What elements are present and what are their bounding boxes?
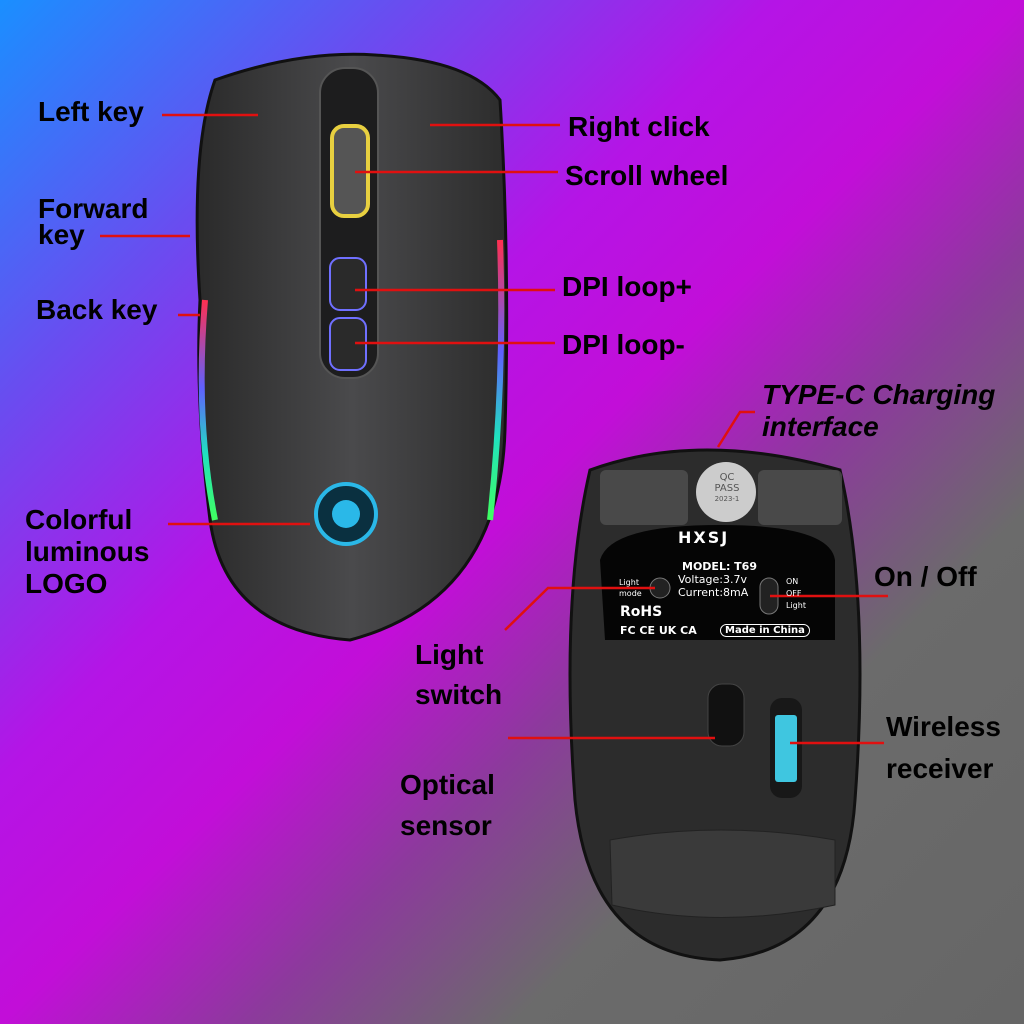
voltage-text: Voltage:3.7v: [678, 573, 747, 586]
qc-sticker: [696, 462, 756, 522]
model-text: MODEL: T69: [682, 560, 757, 573]
label-back-key: Back key: [36, 294, 158, 325]
spec-label: [600, 525, 835, 640]
label-light-switch: Light switch: [415, 639, 503, 710]
label-optical-sensor: Optical sensor: [400, 769, 495, 841]
label-dpi-plus: DPI loop+: [562, 271, 692, 302]
label-wireless-receiver: Wireless receiver: [886, 711, 1001, 784]
switch-light-text: Light: [786, 601, 806, 610]
label-right-click: Right click: [568, 111, 710, 142]
dpi-plus-button: [329, 257, 367, 311]
switch-off-text: OFF: [786, 589, 802, 598]
label-logo: Colorful luminous LOGO: [25, 504, 150, 599]
mouse-bottom-view: [568, 448, 862, 962]
light-mode-text: Light mode: [619, 578, 642, 598]
label-type-c: TYPE-C Charging interface: [762, 379, 996, 442]
leader-lines: [100, 113, 888, 745]
optical-sensor: [707, 683, 745, 747]
label-forward-key: Forward key: [38, 193, 149, 250]
label-left-key: Left key: [38, 96, 144, 127]
rohs-text: RoHS: [620, 604, 663, 620]
label-on-off: On / Off: [874, 561, 977, 592]
qc-text: QC: [719, 472, 735, 483]
pass-text: PASS: [714, 483, 740, 494]
wireless-receiver-dongle: [775, 715, 797, 782]
label-dpi-minus: DPI loop-: [562, 329, 685, 360]
date-text: 2023-1: [714, 495, 740, 503]
mouse-top-view: [195, 52, 509, 642]
label-scroll-wheel: Scroll wheel: [565, 160, 729, 191]
made-in-text: Made in China: [720, 624, 810, 637]
cert-marks: FC CE UK CA: [620, 624, 697, 637]
switch-on-text: ON: [786, 577, 799, 586]
brand-logo: HXSJ: [678, 528, 730, 547]
current-text: Current:8mA: [678, 586, 749, 599]
